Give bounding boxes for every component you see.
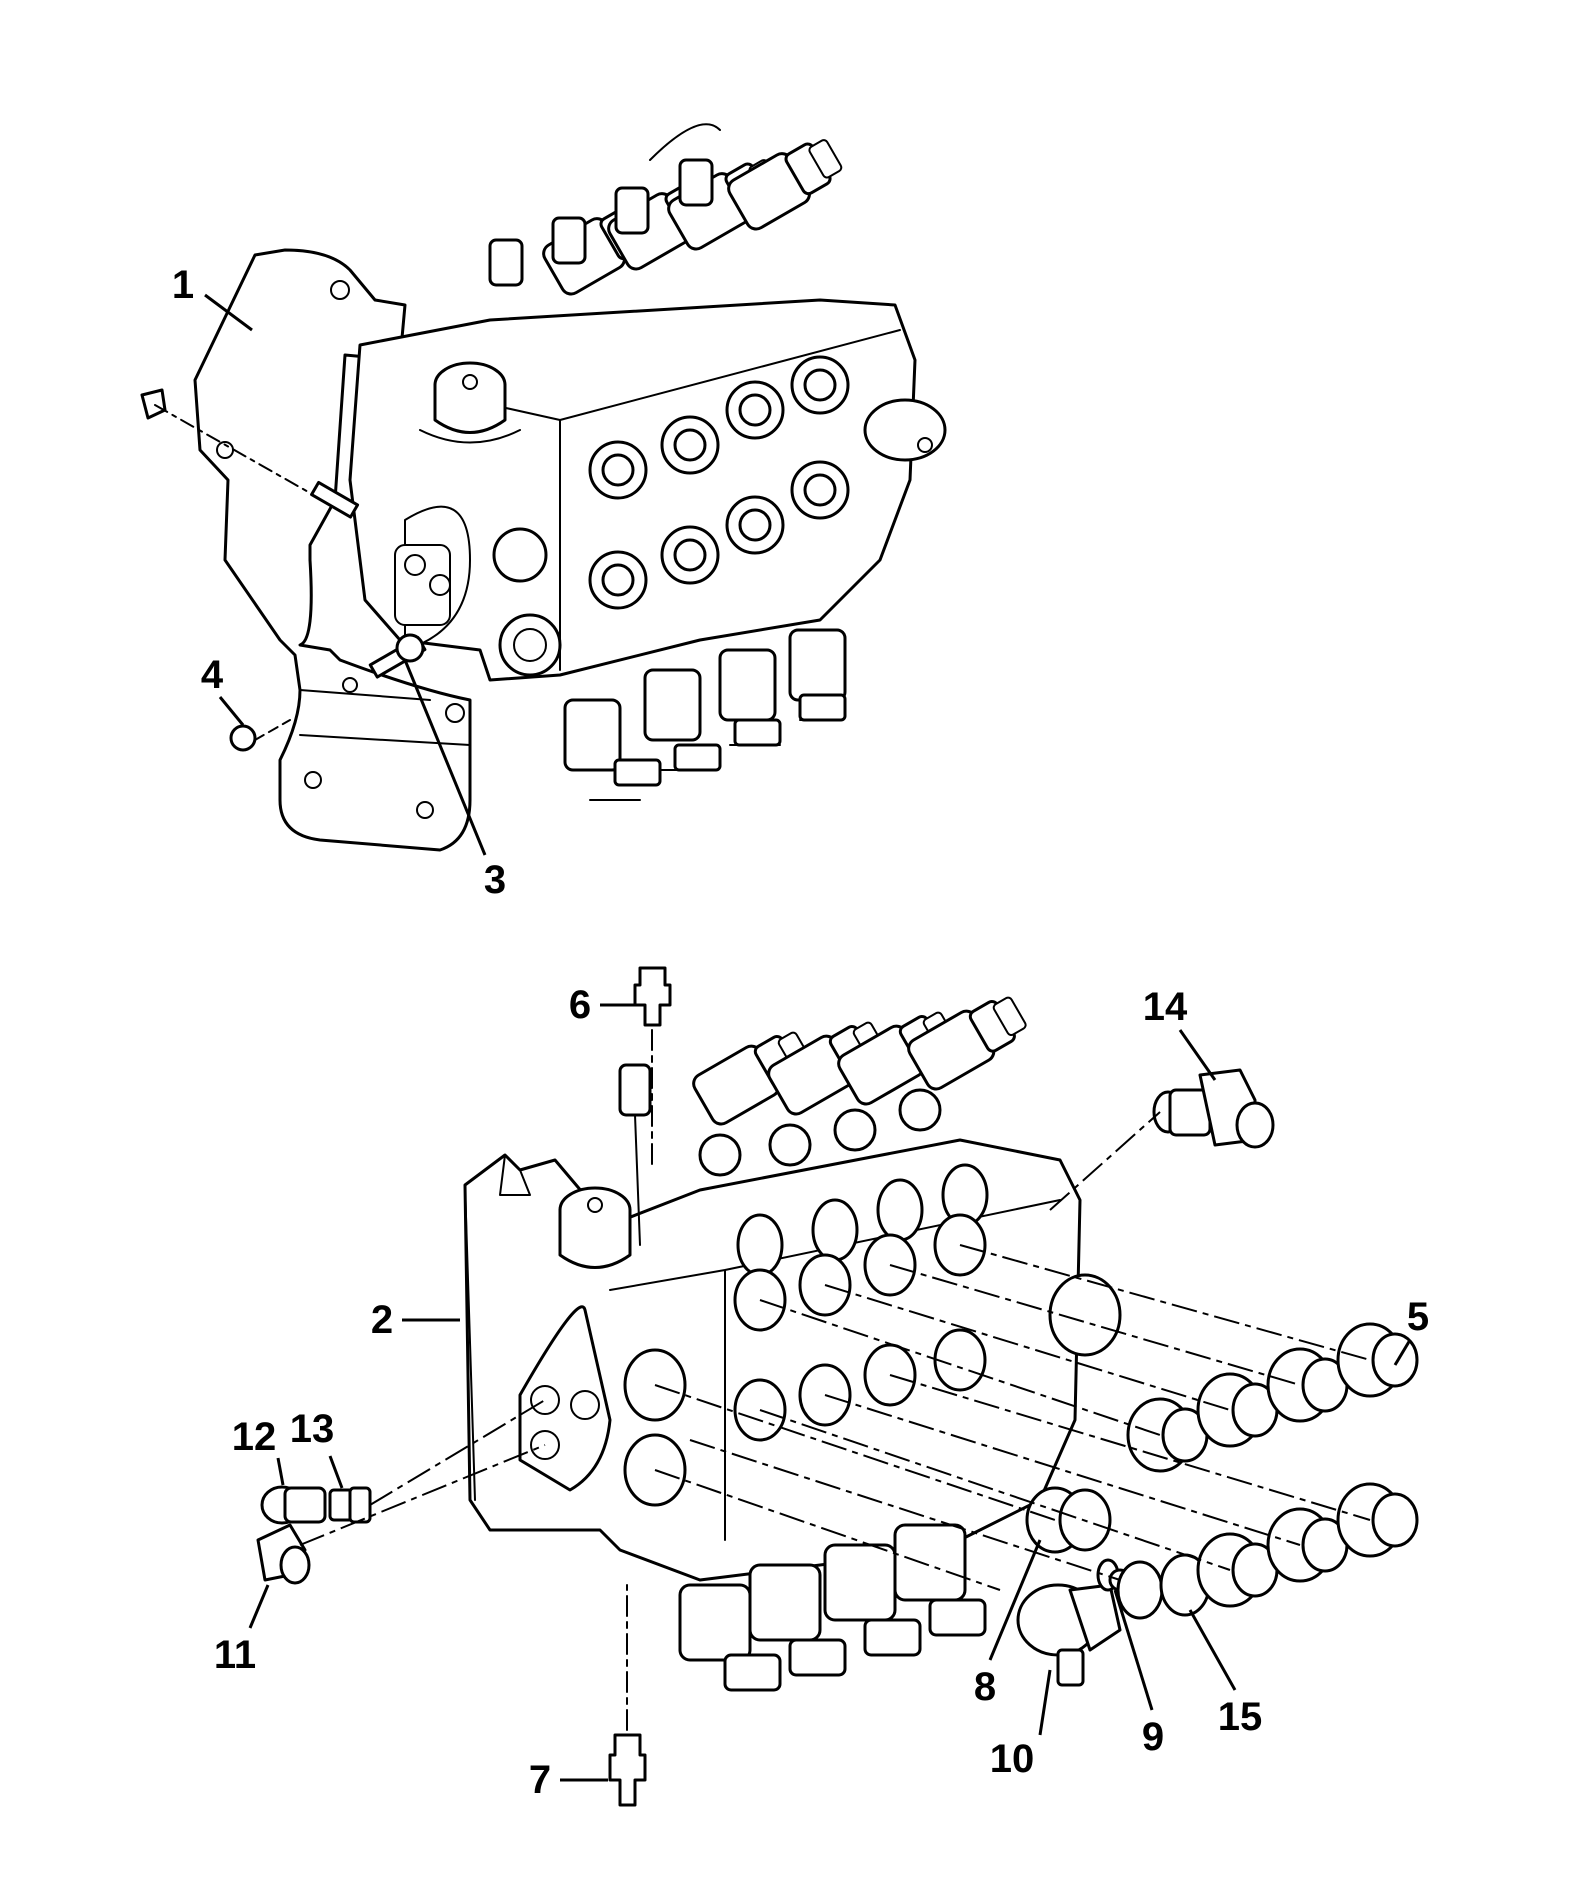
callout-2: 2 <box>371 1298 393 1342</box>
callout-12: 12 <box>232 1415 277 1459</box>
callout-10: 10 <box>990 1737 1035 1781</box>
lower-solenoids-top <box>692 996 1027 1177</box>
callout-1: 1 <box>172 263 194 307</box>
callout-3: 3 <box>484 858 506 902</box>
callout-6: 6 <box>569 983 591 1027</box>
callout-15: 15 <box>1218 1695 1263 1739</box>
callout-9: 9 <box>1142 1715 1164 1759</box>
callout-5: 5 <box>1407 1295 1429 1339</box>
callout-8: 8 <box>974 1665 996 1709</box>
callout-13: 13 <box>290 1407 335 1451</box>
lower-solenoids-bottom <box>678 1523 987 1692</box>
lower-port-fittings <box>623 1163 1122 1507</box>
callouts: 1 4 3 6 14 2 5 12 13 11 7 8 10 9 15 <box>172 263 1429 1802</box>
callout-4: 4 <box>201 653 224 697</box>
fasteners-upper <box>140 388 427 752</box>
callout-11: 11 <box>214 1633 256 1677</box>
upper-valve-assembly <box>140 123 947 852</box>
callout-7: 7 <box>529 1758 551 1802</box>
upper-solenoids <box>488 123 843 296</box>
upper-port-fittings <box>492 355 947 677</box>
lower-loose-fittings <box>256 966 1419 1807</box>
upper-lower-solenoids <box>563 628 847 801</box>
lower-valve-assembly <box>463 996 1122 1692</box>
callout-14: 14 <box>1143 985 1188 1029</box>
